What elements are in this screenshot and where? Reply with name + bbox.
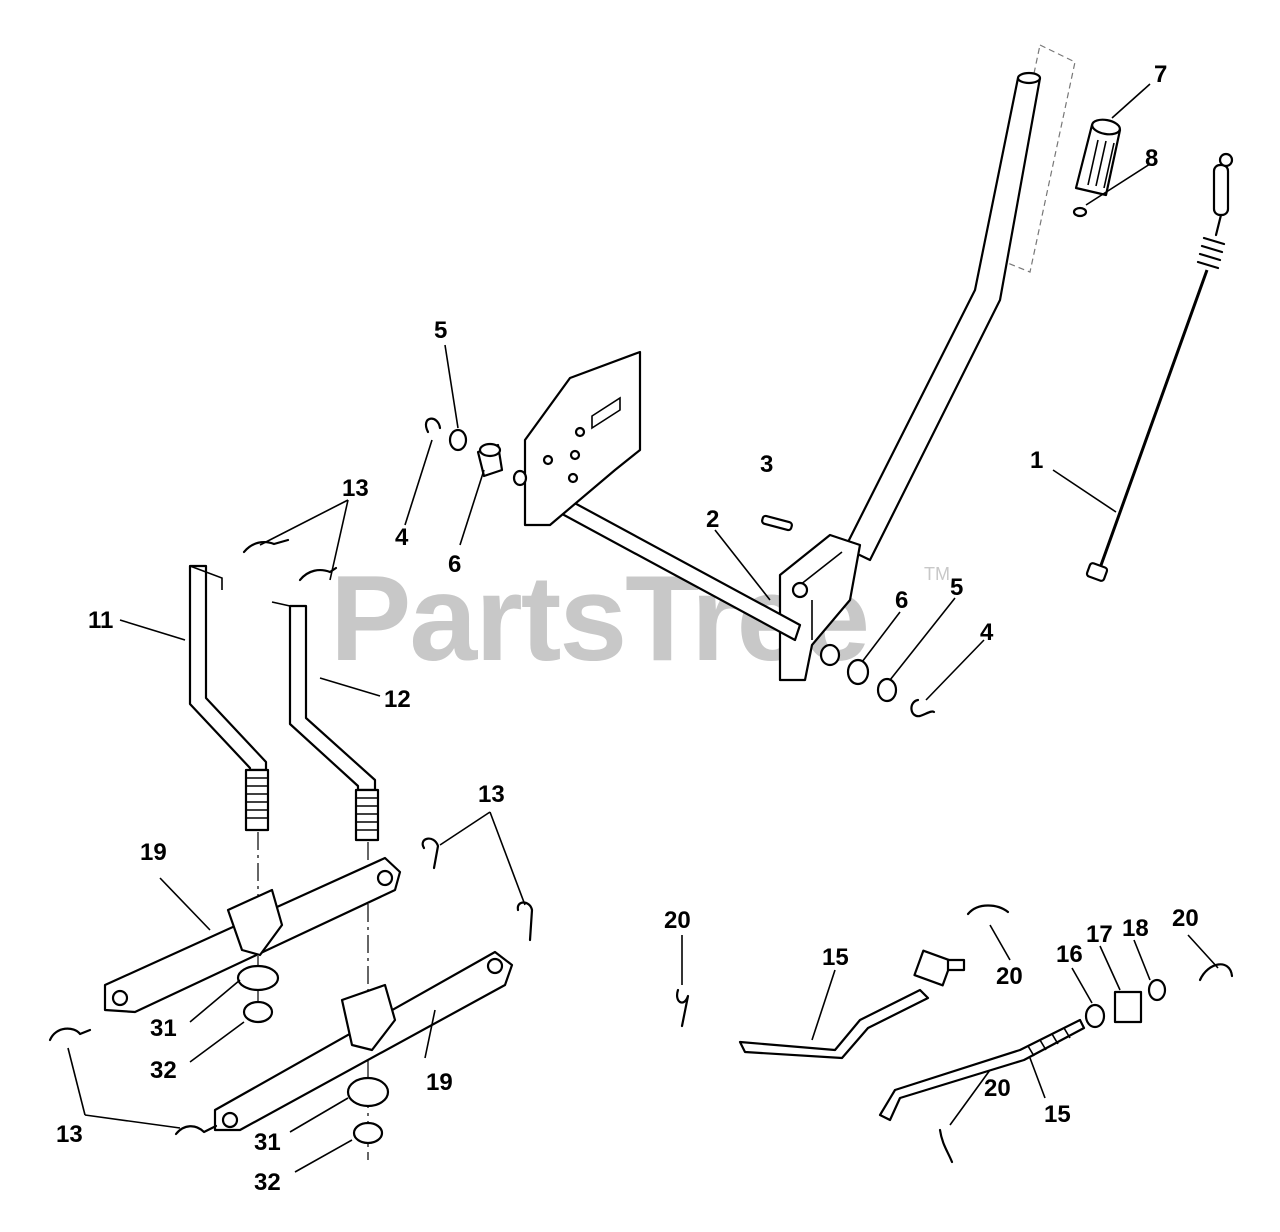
part-13-clip-b xyxy=(298,566,338,582)
callout-16: 16 xyxy=(1056,941,1083,968)
callout-7: 7 xyxy=(1154,61,1167,88)
part-20-pin-c xyxy=(1198,963,1234,982)
callout-19-upper: 19 xyxy=(140,839,167,866)
callout-labels: 1 2 3 4 4 5 5 6 6 7 8 11 12 13 13 13 15 … xyxy=(56,61,1199,1196)
callout-13-top: 13 xyxy=(342,475,369,502)
callout-31-lower: 31 xyxy=(254,1129,281,1156)
callout-12: 12 xyxy=(384,686,411,713)
part-13-clip-f xyxy=(174,1124,218,1136)
part-16-washer xyxy=(1084,1003,1106,1029)
part-13-clip-a xyxy=(242,538,290,554)
part-32-nut-lower xyxy=(352,1121,384,1145)
part-5-washer-right xyxy=(876,677,898,703)
part-11-link xyxy=(188,564,270,832)
part-31-bushing-upper xyxy=(236,964,280,992)
callout-20-mid: 20 xyxy=(996,963,1023,990)
callout-15-upper: 15 xyxy=(822,944,849,971)
lever-bracket xyxy=(778,533,862,682)
part-31-bushing-lower xyxy=(346,1076,390,1108)
part-1-cable xyxy=(1085,152,1234,582)
callout-6-left: 6 xyxy=(448,551,461,578)
callout-4-left: 4 xyxy=(395,524,409,551)
callout-17: 17 xyxy=(1086,921,1113,948)
callout-4-right: 4 xyxy=(980,619,994,646)
lift-handle xyxy=(843,71,1042,562)
part-8-pin xyxy=(1072,206,1088,218)
part-32-nut-upper xyxy=(242,1000,274,1024)
callout-20-bottom: 20 xyxy=(984,1075,1011,1102)
callout-20-left: 20 xyxy=(664,907,691,934)
callout-5-right: 5 xyxy=(950,574,963,601)
callout-2: 2 xyxy=(706,506,719,533)
part-19-arm-lower xyxy=(213,950,514,1132)
watermark-tm: TM xyxy=(924,564,950,584)
callout-1: 1 xyxy=(1030,447,1043,474)
part-6-bushing-right xyxy=(846,658,870,686)
part-13-clip-d xyxy=(516,901,534,942)
callout-31-upper: 31 xyxy=(150,1015,177,1042)
leader-lines xyxy=(67,83,1219,1173)
part-12-link xyxy=(271,601,380,842)
part-5-washer-left xyxy=(448,428,468,452)
part-20-pin-d xyxy=(938,1128,954,1164)
part-15-rod-upper xyxy=(738,949,966,1060)
callout-32-lower: 32 xyxy=(254,1169,281,1196)
part-17-block xyxy=(1113,990,1143,1024)
part-13-clip-e xyxy=(48,1027,92,1042)
part-18-nut xyxy=(1147,978,1167,1002)
callout-3: 3 xyxy=(760,451,773,478)
part-4-clip-right xyxy=(910,698,936,718)
callout-5-left: 5 xyxy=(434,317,447,344)
callout-13-mid: 13 xyxy=(478,781,505,808)
callout-11: 11 xyxy=(88,607,113,634)
callout-6-right: 6 xyxy=(895,587,908,614)
part-13-clip-c xyxy=(421,837,440,870)
part-15-rod-lower xyxy=(878,1018,1086,1122)
part-20-pin-b xyxy=(966,904,1010,916)
part-19-arm-upper xyxy=(103,856,402,1014)
callout-20-right: 20 xyxy=(1172,905,1199,932)
callout-13-bottom: 13 xyxy=(56,1121,83,1148)
part-20-pin-a xyxy=(676,988,690,1028)
callout-15-lower: 15 xyxy=(1044,1101,1071,1128)
bushing-left-top xyxy=(478,442,502,458)
callout-8: 8 xyxy=(1145,145,1158,172)
callout-18: 18 xyxy=(1122,915,1149,942)
part-4-clip-left xyxy=(425,417,442,434)
mounting-plate xyxy=(512,350,642,527)
callout-32-upper: 32 xyxy=(150,1057,177,1084)
part-3-pin xyxy=(761,514,793,532)
part-7-grip xyxy=(1074,118,1122,197)
callout-19-lower: 19 xyxy=(426,1069,453,1096)
